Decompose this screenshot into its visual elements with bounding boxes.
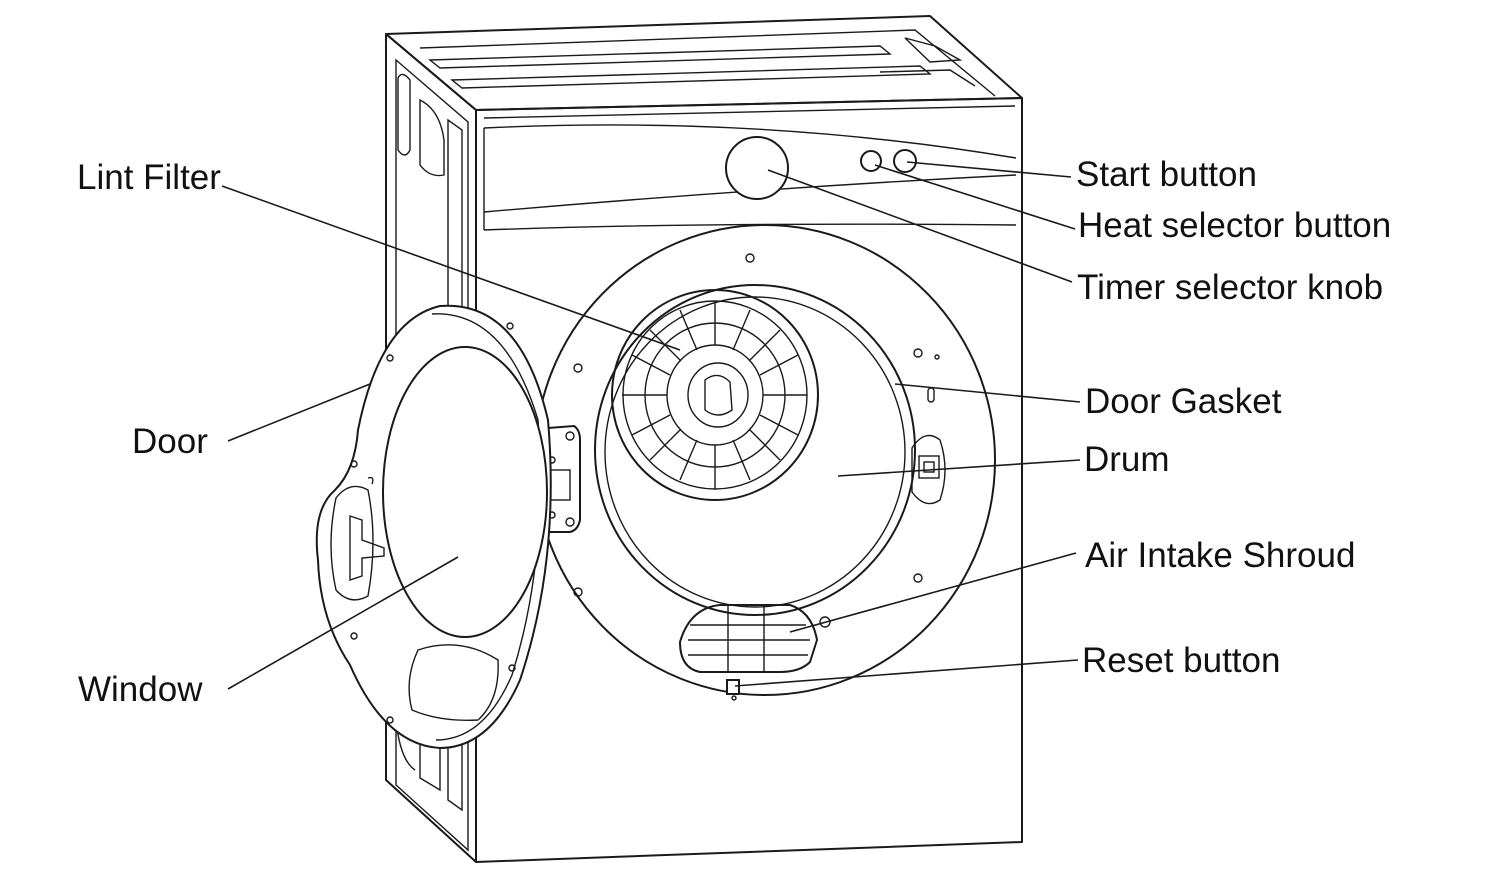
door-latch-receptacle [911, 434, 946, 505]
air-intake-shroud [679, 604, 818, 673]
drum [604, 296, 906, 608]
timer-knob-leader [767, 169, 1073, 283]
heat-selector-button-label: Heat selector button [1078, 206, 1392, 245]
start-button[interactable] [893, 149, 917, 173]
reset-button-leader [734, 659, 1079, 687]
timer-selector-knob-label: Timer selector knob [1077, 268, 1384, 307]
start-button-leader [906, 161, 1072, 178]
door-label: Door [132, 422, 208, 461]
start-button-label: Start button [1076, 155, 1257, 194]
lint-filter [611, 289, 819, 501]
door-leader [227, 383, 371, 442]
air-intake-shroud-label: Air Intake Shroud [1085, 536, 1356, 575]
window-label: Window [78, 670, 203, 709]
heat-selector-leader [874, 164, 1076, 230]
door-gasket [594, 284, 916, 616]
leader-lines [221, 161, 1081, 690]
reset-button[interactable] [726, 679, 740, 695]
door-gasket-label: Door Gasket [1085, 382, 1282, 421]
heat-selector-button[interactable] [860, 150, 882, 172]
window [382, 346, 548, 638]
timer-selector-knob[interactable] [725, 136, 789, 200]
drum-label: Drum [1084, 440, 1170, 479]
air-intake-leader [789, 552, 1077, 633]
lint-filter-leader [221, 185, 681, 351]
door-gasket-leader [894, 383, 1081, 403]
cabinet-top-panel [385, 15, 1023, 111]
drum-leader [837, 459, 1081, 477]
reset-button-label: Reset button [1082, 641, 1281, 680]
window-leader [227, 556, 459, 690]
door-hinge [541, 424, 581, 533]
lint-filter-label: Lint Filter [77, 158, 221, 197]
